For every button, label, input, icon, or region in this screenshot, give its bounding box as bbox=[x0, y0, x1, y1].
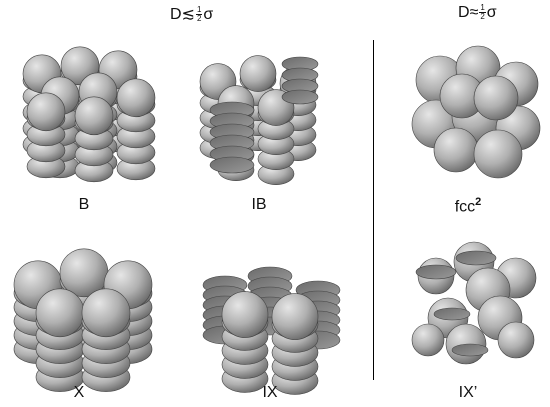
sphere bbox=[474, 130, 522, 178]
disk-face bbox=[434, 308, 470, 320]
sphere bbox=[498, 322, 534, 358]
label-X: X bbox=[39, 384, 119, 402]
cluster-IB bbox=[200, 56, 318, 185]
sphere bbox=[82, 289, 130, 337]
label-IX: IX bbox=[230, 384, 310, 402]
sphere bbox=[474, 76, 518, 120]
disk-face bbox=[416, 265, 456, 279]
label-B: B bbox=[44, 196, 124, 214]
divider-line bbox=[373, 40, 374, 380]
cluster-X bbox=[14, 249, 152, 392]
sphere bbox=[412, 324, 444, 356]
disk-face bbox=[282, 90, 318, 104]
sphere bbox=[36, 289, 84, 337]
sphere bbox=[117, 79, 155, 117]
label-IB: IB bbox=[219, 196, 299, 214]
sphere bbox=[434, 128, 478, 172]
sphere bbox=[75, 97, 113, 135]
sphere bbox=[272, 294, 318, 340]
label-IX-prime: IX’ bbox=[428, 384, 508, 402]
cluster-IX bbox=[203, 267, 340, 394]
disk-face bbox=[210, 157, 254, 173]
disk-face bbox=[452, 344, 488, 356]
cluster-IX-prime bbox=[412, 242, 536, 364]
disk-face bbox=[456, 251, 496, 265]
cluster-fcc2 bbox=[412, 46, 540, 178]
label-fcc2: fcc2 bbox=[428, 196, 508, 216]
sphere bbox=[27, 93, 65, 131]
sphere bbox=[222, 292, 268, 338]
sphere bbox=[240, 56, 276, 92]
cluster-B bbox=[23, 47, 155, 182]
